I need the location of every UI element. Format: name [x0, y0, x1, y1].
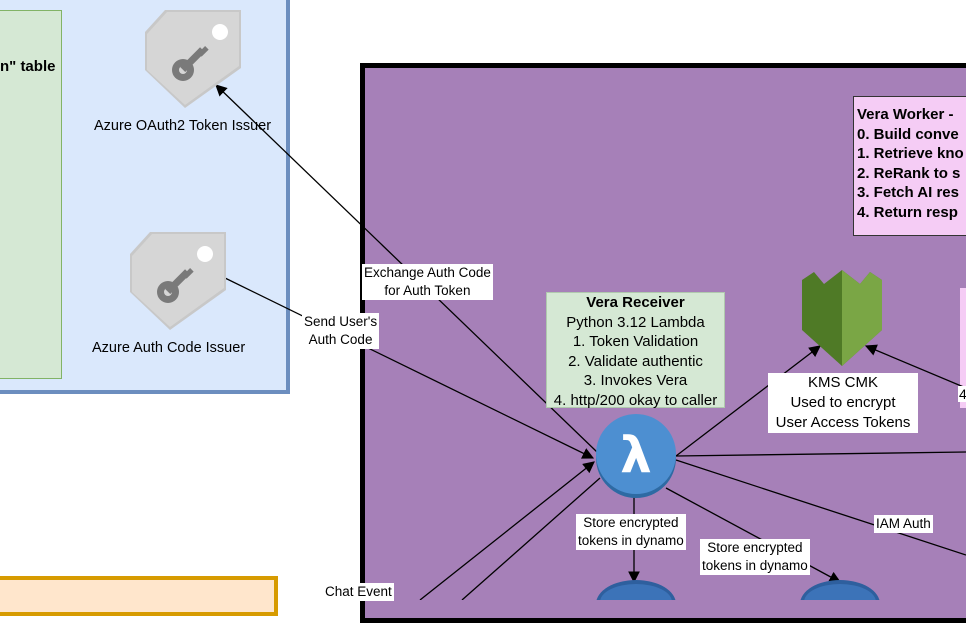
chat-event-edge-label: Chat Event [323, 583, 394, 601]
worker-step: 4. Return resp [857, 203, 958, 221]
worker-step: 2. ReRank to s [857, 164, 961, 182]
code-issuer-label: Azure Auth Code Issuer [92, 340, 246, 356]
svg-text:λ: λ [620, 426, 652, 484]
edge-chat-2 [461, 477, 601, 600]
key-tag-icon [130, 232, 226, 330]
table-box [0, 10, 62, 379]
edge-kms [675, 345, 821, 457]
table-label: n" table [0, 58, 56, 75]
vera-receiver-box: Vera Receiver Python 3.12 Lambda 1. Toke… [546, 292, 725, 409]
edge-chat-1 [419, 461, 595, 600]
receiver-step: 4. http/200 okay to caller [553, 391, 718, 409]
key-tag-icon [145, 10, 241, 108]
receiver-title: Vera Receiver [586, 294, 685, 311]
right-edge-label: 4 [958, 386, 966, 402]
dynamodb-icon [800, 580, 880, 600]
edge-right [675, 451, 966, 457]
worker-step: 1. Retrieve kno [857, 145, 964, 163]
worker-title: Vera Worker - [857, 106, 954, 123]
kms-shield-icon [802, 270, 882, 366]
offscreen-node [960, 288, 966, 408]
edge-kms-right [864, 344, 966, 389]
worker-step: 0. Build conve [857, 125, 959, 143]
token-issuer-label: Azure OAuth2 Token Issuer [94, 118, 272, 134]
iam-auth-edge-label: IAM Auth [874, 515, 933, 533]
receiver-subtitle: Python 3.12 Lambda [566, 313, 705, 331]
vera-worker-box: Vera Worker - 0. Build conve 1. Retrieve… [853, 96, 966, 236]
lambda-icon: λ [596, 414, 676, 498]
receiver-step: 2. Validate authentic [568, 352, 703, 370]
receiver-step: 3. Invokes Vera [583, 372, 688, 389]
edge-send-code [224, 277, 595, 459]
edge-iam [675, 459, 966, 556]
kms-label: KMS CMK Used to encrypt User Access Toke… [768, 373, 918, 433]
edge-store-2 [665, 487, 842, 583]
dynamodb-icon [596, 580, 676, 600]
receiver-step: 1. Token Validation [572, 333, 699, 350]
worker-step: 3. Fetch AI res [857, 184, 959, 202]
